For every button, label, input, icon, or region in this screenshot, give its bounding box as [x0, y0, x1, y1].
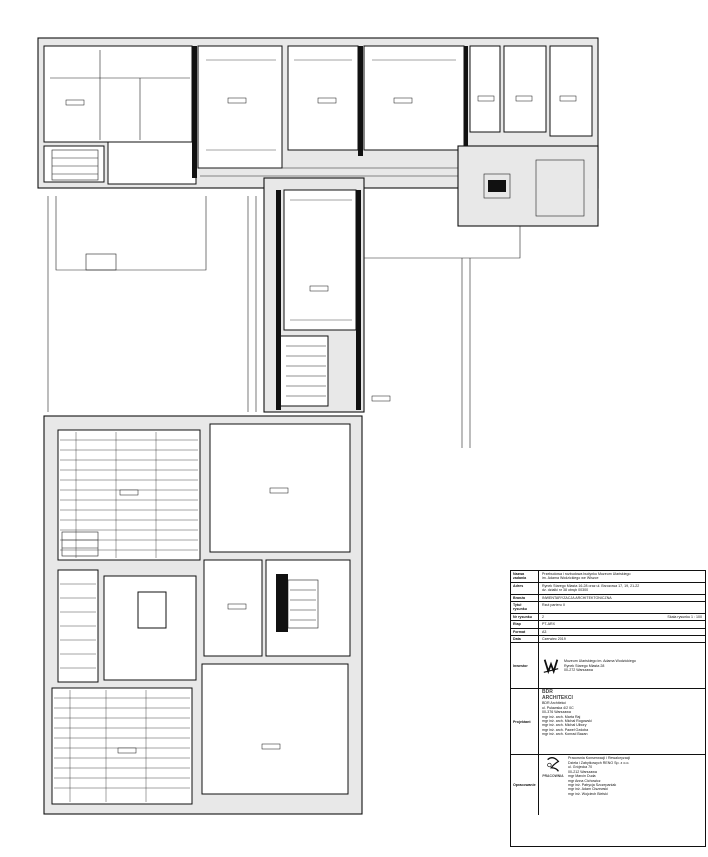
surveyor-line-9: mgr inż. Wojciech Bielski	[568, 791, 608, 796]
address-line-2: dz. działki nr 38 obręb 00300	[542, 588, 589, 593]
investor-line-1: Muzeum Ulańskiego im. Adama Wodzickiego	[564, 659, 636, 664]
surveyor-line-4: 00-212 Warszawa	[568, 769, 597, 774]
row-key: Adres	[511, 582, 539, 594]
title-row-stage: Etap PT-ARX	[511, 621, 705, 629]
designer-brand-line-1: BDR	[542, 689, 553, 696]
drawing-number-value: 2	[542, 614, 544, 619]
title-row-date: Data Czerwiec 2019	[511, 636, 705, 644]
designer-brand-line-2: ARCHITEKCI	[542, 694, 573, 701]
lower-block	[43, 415, 363, 815]
designer-line-1: BDR Architekci	[542, 701, 566, 706]
surveyor-brand: PRACOWNIA	[542, 774, 564, 779]
title-row-address: Adres Rynek Starego Miasta 16-28 oraz ul…	[511, 582, 705, 595]
designer-line-7: mgr inż. arch. Paweł Ozdoba	[542, 727, 589, 732]
room-tags	[65, 95, 577, 754]
designer-line-5: mgr inż. arch. Michał Rogowski	[542, 718, 592, 723]
row-key: Branża	[511, 594, 539, 602]
row-key: Format	[511, 628, 539, 636]
row-key: Nazwa zadania	[511, 571, 539, 582]
format-value: A3	[542, 629, 547, 634]
project-name-line-1: Przebudowa i rozbudowa budynku Muzeum Ul…	[542, 572, 631, 576]
row-key: Nr rysunku	[511, 613, 539, 621]
row-key: Inwestor	[511, 643, 539, 689]
upper-wing	[37, 37, 599, 227]
museum-logo-icon	[543, 659, 559, 675]
title-row-designer: Projektant BDR ARCHITEKCI BDR Architekci…	[511, 689, 705, 756]
designer-line-3: 00-376 Warszawa	[542, 710, 571, 715]
title-block: Nazwa zadania Przebudowa i rozbudowa bud…	[510, 570, 706, 847]
row-key: Opracowanie	[511, 755, 539, 816]
surveyor-line-8: mgr inż. Adam Ciszewski	[568, 787, 608, 792]
upper-room-marks	[206, 59, 456, 321]
joist-hatching	[54, 432, 198, 802]
designer-brand: BDR ARCHITEKCI	[542, 690, 702, 701]
title-row-investor: Inwestor Muzeum Ulańskiego im. Adama Wod…	[511, 643, 705, 690]
surveyor-line-1: Pracownia Konserwacji i Rewaloryzacji	[568, 756, 631, 761]
title-row-project: Nazwa zadania Przebudowa i rozbudowa bud…	[511, 571, 705, 583]
surveyor-line-2: Dzieła i Zabytkowych RENO Sp. z o.o.	[568, 760, 630, 765]
courtyard-outline	[47, 196, 521, 448]
connector-wing	[263, 177, 365, 413]
scale-label: Skala rysunku	[667, 614, 690, 619]
title-row-format: Format A3	[511, 628, 705, 637]
branch-value: INWENTARYZACJA ARCHITEKTONICZNA	[542, 595, 612, 600]
scale-value: 1 : 100	[691, 614, 702, 619]
row-key: Etap	[511, 621, 539, 628]
drawing-title-value: Rzut parteru II	[542, 603, 565, 608]
surveyor-line-6: mgr Anna Cichowicz	[568, 778, 601, 783]
designer-line-8: mgr inż. arch. Konrad Bazan	[542, 732, 588, 737]
title-row-branch: Branża INWENTARYZACJA ARCHITEKTONICZNA	[511, 594, 705, 603]
upper-wing-details	[50, 46, 585, 217]
surveyor-line-5: mgr Marcin Duda	[568, 774, 596, 779]
title-row-drawing-number: Nr rysunku 2 Skala rysunku 1 : 100	[511, 613, 705, 622]
project-name-line-2: im. Adama Wodzickiego we Wiszce	[542, 576, 599, 581]
reno-logo-icon	[547, 757, 560, 773]
investor-line-3: 00-272 Warszawa	[564, 668, 593, 673]
title-row-surveyor: Opracowanie PRACOWNIA Pracownia Konserwa…	[511, 755, 705, 816]
address-line-1: Rynek Starego Miasta 16-28 oraz ul. Brzo…	[542, 583, 640, 588]
designer-line-2: ul. Puławska 4/2 0C	[542, 705, 574, 710]
investor-line-2: Rynek Starego Miasta 28	[564, 663, 605, 668]
title-row-drawing-title: Tytuł rysunku Rzut parteru II	[511, 602, 705, 614]
surveyor-line-7: mgr inż. Patrycja Szczepaniak	[568, 782, 617, 787]
stage-value: PT-ARX	[542, 622, 555, 627]
lower-stairs	[61, 531, 319, 632]
designer-line-6: mgr inż. arch. Michał Ulbory	[542, 723, 587, 728]
date-value: Czerwiec 2019	[542, 637, 566, 642]
designer-line-4: mgr inż. arch. Marta Raj	[542, 714, 581, 719]
row-key: Projektant	[511, 689, 539, 755]
row-key: Tytuł rysunku	[511, 602, 539, 613]
row-key: Data	[511, 636, 539, 643]
surveyor-line-3: ul. Grójecka 70	[568, 765, 593, 770]
